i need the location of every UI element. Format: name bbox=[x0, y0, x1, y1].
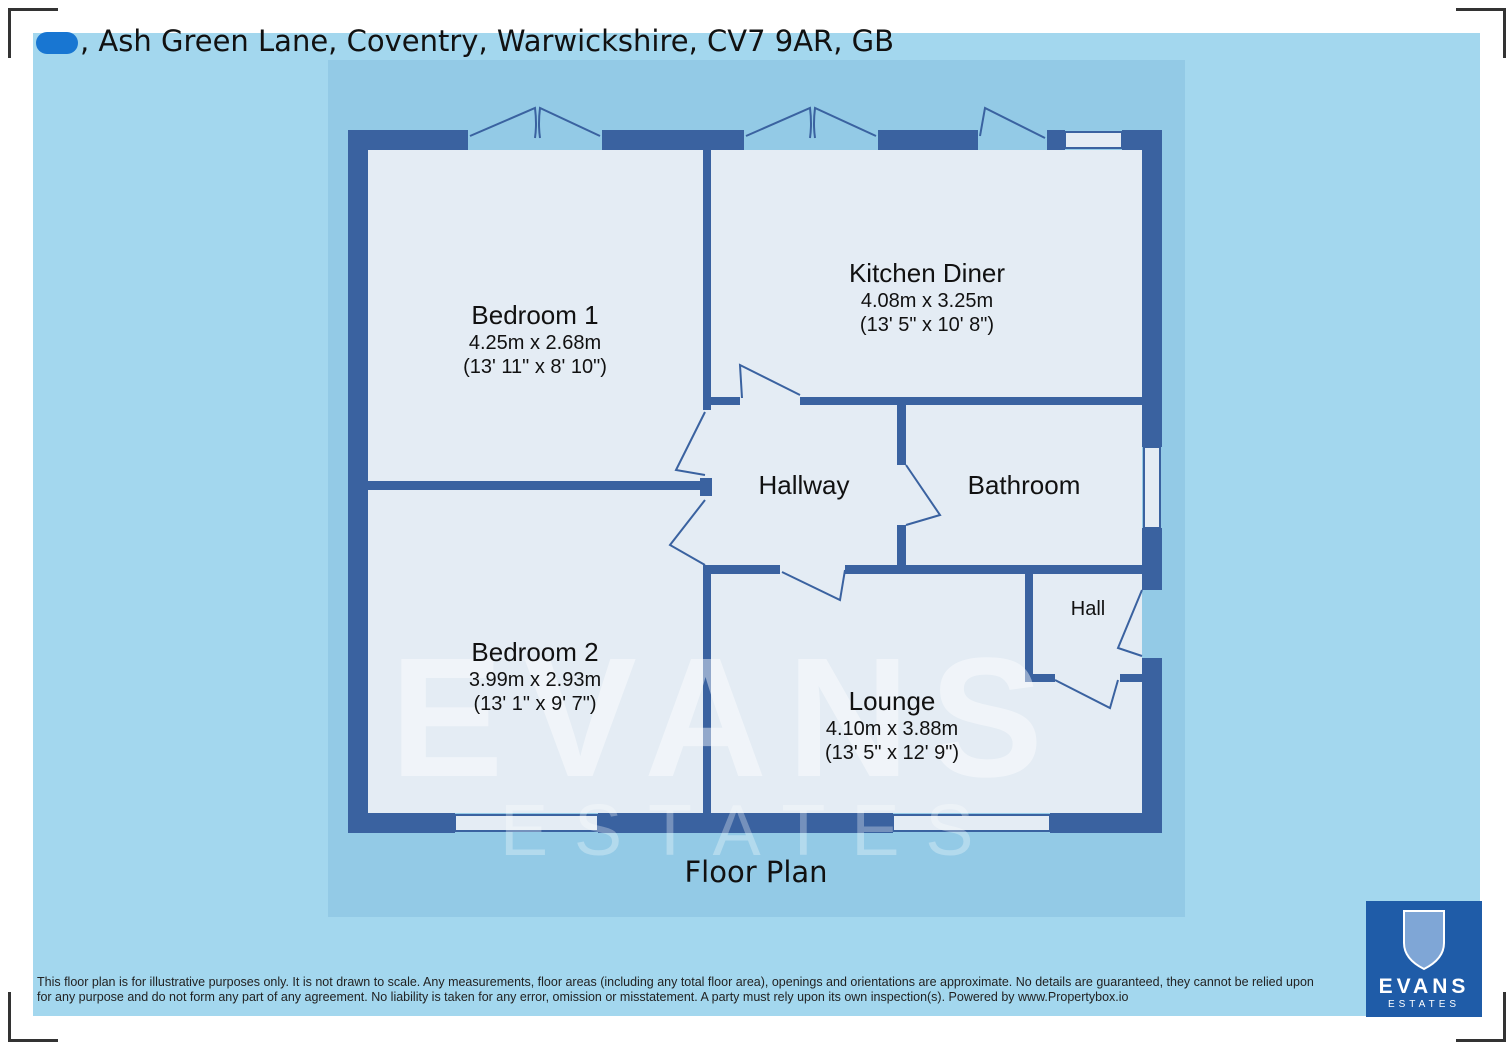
redaction-mark bbox=[36, 32, 78, 54]
floor-plan-label: Floor Plan bbox=[684, 855, 828, 889]
crop-mark bbox=[8, 8, 58, 58]
walls bbox=[348, 130, 1162, 833]
disclaimer: This floor plan is for illustrative purp… bbox=[37, 975, 1314, 1004]
crop-mark bbox=[1456, 992, 1506, 1042]
watermark-line1: EVANS bbox=[390, 623, 1064, 813]
windows bbox=[454, 131, 1161, 832]
evans-estates-logo: EVANS ESTATES bbox=[1366, 901, 1482, 1017]
crop-mark bbox=[8, 992, 58, 1042]
watermark-line2: ESTATES bbox=[500, 791, 1000, 871]
logo-line2: ESTATES bbox=[1387, 999, 1461, 1010]
doors bbox=[469, 106, 1143, 710]
logo-line1: EVANS bbox=[1378, 975, 1470, 998]
address-text: , Ash Green Lane, Coventry, Warwickshire… bbox=[80, 24, 895, 58]
room-hallway: Hallway bbox=[758, 470, 850, 500]
shield-icon bbox=[1403, 910, 1445, 971]
room-bathroom: Bathroom bbox=[967, 470, 1081, 500]
address-title: , Ash Green Lane, Coventry, Warwickshire… bbox=[36, 24, 894, 58]
crop-mark bbox=[1456, 8, 1506, 58]
room-hall: Hall bbox=[1070, 598, 1106, 620]
